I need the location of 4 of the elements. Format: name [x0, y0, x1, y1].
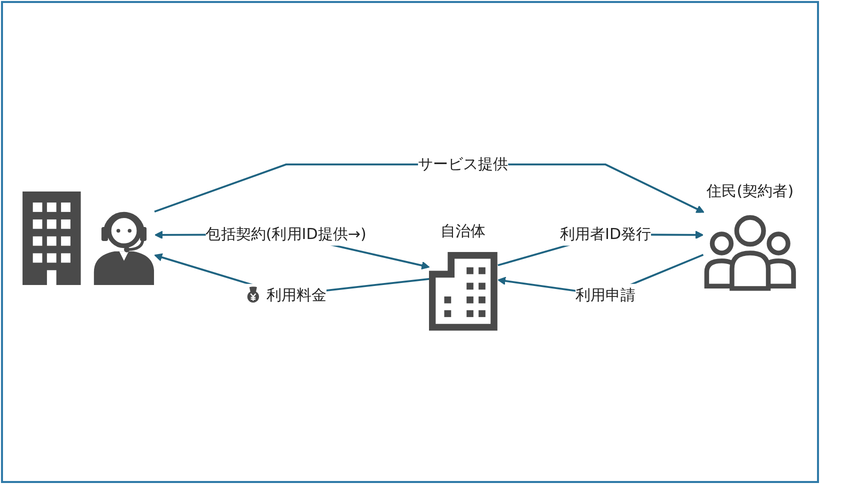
edge-label: サービス提供	[418, 155, 508, 173]
edge-label: 包括契約(利用ID提供→)	[206, 225, 366, 243]
node-picture	[22, 191, 154, 286]
edge-label: 利用料金	[266, 286, 326, 304]
